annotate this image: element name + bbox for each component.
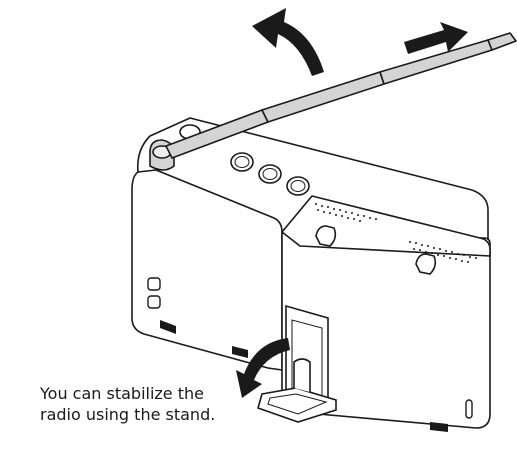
antenna-rod-section-2 [261, 71, 385, 123]
antenna [149, 32, 517, 171]
stand-swing-arrow [236, 338, 290, 398]
top-button-2 [258, 164, 282, 184]
clip-right [415, 253, 437, 275]
extend-arrow [404, 22, 468, 54]
top-button-1 [230, 152, 254, 172]
motion-arrows [236, 8, 468, 398]
side-button-2 [147, 295, 161, 309]
rear-slot [465, 399, 473, 419]
rotate-up-arrow [252, 8, 324, 76]
carry-clips [315, 225, 437, 275]
side-buttons [147, 277, 161, 309]
speaker-grille-right [409, 241, 477, 263]
feet [160, 320, 448, 432]
side-button-1 [147, 277, 161, 291]
caption-line-1: You can stabilize the [40, 384, 204, 403]
radio-left-housing [131, 169, 283, 371]
antenna-rod-section-3 [379, 39, 493, 85]
antenna-tip [487, 32, 517, 51]
clip-left [315, 225, 337, 247]
top-button-3 [286, 176, 310, 196]
caption-line-2: radio using the stand. [40, 405, 216, 424]
top-buttons [179, 124, 310, 196]
speaker-grille-top [315, 203, 377, 222]
radio-body [131, 117, 491, 429]
stand-leg [257, 358, 337, 423]
stand-caption: You can stabilize the radio using the st… [40, 383, 260, 425]
